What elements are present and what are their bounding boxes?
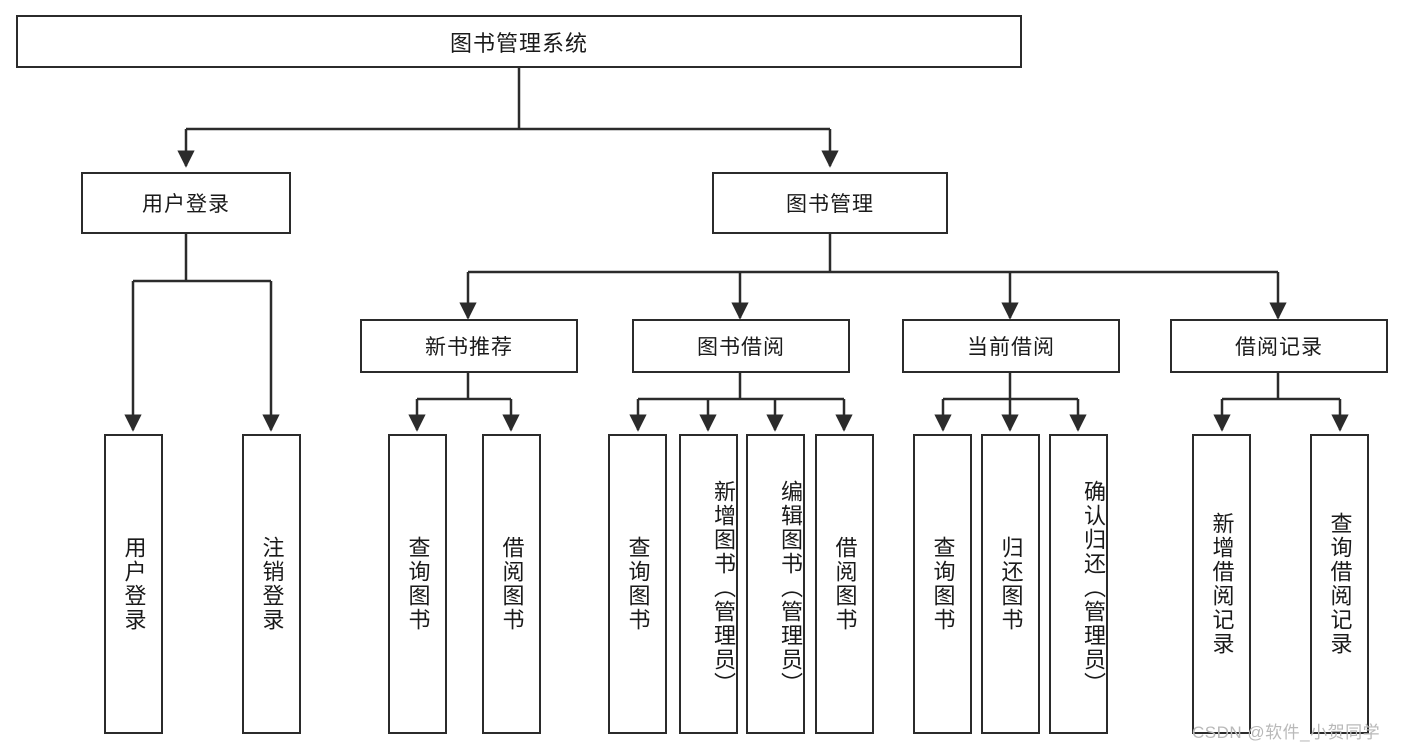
leaf-current-borrow-query-book[interactable]: 查询图书 (913, 434, 972, 734)
leaf-label: 确认归还（管理员） (1081, 480, 1106, 696)
leaf-current-borrow-confirm-return-admin[interactable]: 确认归还（管理员） (1049, 434, 1108, 734)
leaf-label: 查询借阅记录 (1327, 512, 1353, 656)
node-new-book-recommend-label: 新书推荐 (425, 336, 513, 359)
node-book-management[interactable]: 图书管理 (712, 172, 948, 234)
leaf-label: 注销登录 (259, 536, 285, 632)
leaf-book-borrow-query-book[interactable]: 查询图书 (608, 434, 667, 734)
leaf-book-borrow-add-book-admin[interactable]: 新增图书（管理员） (679, 434, 738, 734)
node-new-book-recommend[interactable]: 新书推荐 (360, 319, 578, 373)
node-book-borrow-label: 图书借阅 (697, 336, 785, 359)
leaf-book-borrow-edit-book-admin[interactable]: 编辑图书（管理员） (746, 434, 805, 734)
leaf-label: 新增借阅记录 (1209, 512, 1235, 656)
leaf-label: 借阅图书 (499, 536, 525, 632)
node-root-label: 图书管理系统 (449, 30, 588, 56)
leaf-current-borrow-return-book[interactable]: 归还图书 (981, 434, 1040, 734)
leaf-book-borrow-borrow-book[interactable]: 借阅图书 (815, 434, 874, 734)
leaf-new-book-borrow-book[interactable]: 借阅图书 (482, 434, 541, 734)
leaf-label: 查询图书 (930, 536, 956, 632)
node-book-management-label: 图书管理 (786, 193, 874, 216)
leaf-borrow-record-add-record[interactable]: 新增借阅记录 (1192, 434, 1251, 734)
node-current-borrow[interactable]: 当前借阅 (902, 319, 1120, 373)
leaf-user-login-logout[interactable]: 注销登录 (242, 434, 301, 734)
csdn-watermark: CSDN @软件_小贺同学 (1192, 723, 1381, 742)
leaf-label: 查询图书 (625, 536, 651, 632)
node-current-borrow-label: 当前借阅 (967, 336, 1055, 359)
leaf-label: 查询图书 (405, 536, 431, 632)
leaf-label: 归还图书 (998, 536, 1024, 632)
node-user-login[interactable]: 用户登录 (81, 172, 291, 234)
leaf-borrow-record-query-record[interactable]: 查询借阅记录 (1310, 434, 1369, 734)
leaf-new-book-query-book[interactable]: 查询图书 (388, 434, 447, 734)
leaf-label: 用户登录 (121, 536, 147, 632)
node-book-borrow[interactable]: 图书借阅 (632, 319, 850, 373)
node-borrow-record-label: 借阅记录 (1235, 336, 1323, 359)
node-user-login-label: 用户登录 (142, 193, 230, 216)
leaf-label: 借阅图书 (832, 536, 858, 632)
leaf-user-login-login[interactable]: 用户登录 (104, 434, 163, 734)
node-borrow-record[interactable]: 借阅记录 (1170, 319, 1388, 373)
leaf-label: 编辑图书（管理员） (778, 480, 803, 696)
leaf-label: 新增图书（管理员） (711, 480, 736, 696)
node-root-book-management-system[interactable]: 图书管理系统 (16, 15, 1022, 68)
